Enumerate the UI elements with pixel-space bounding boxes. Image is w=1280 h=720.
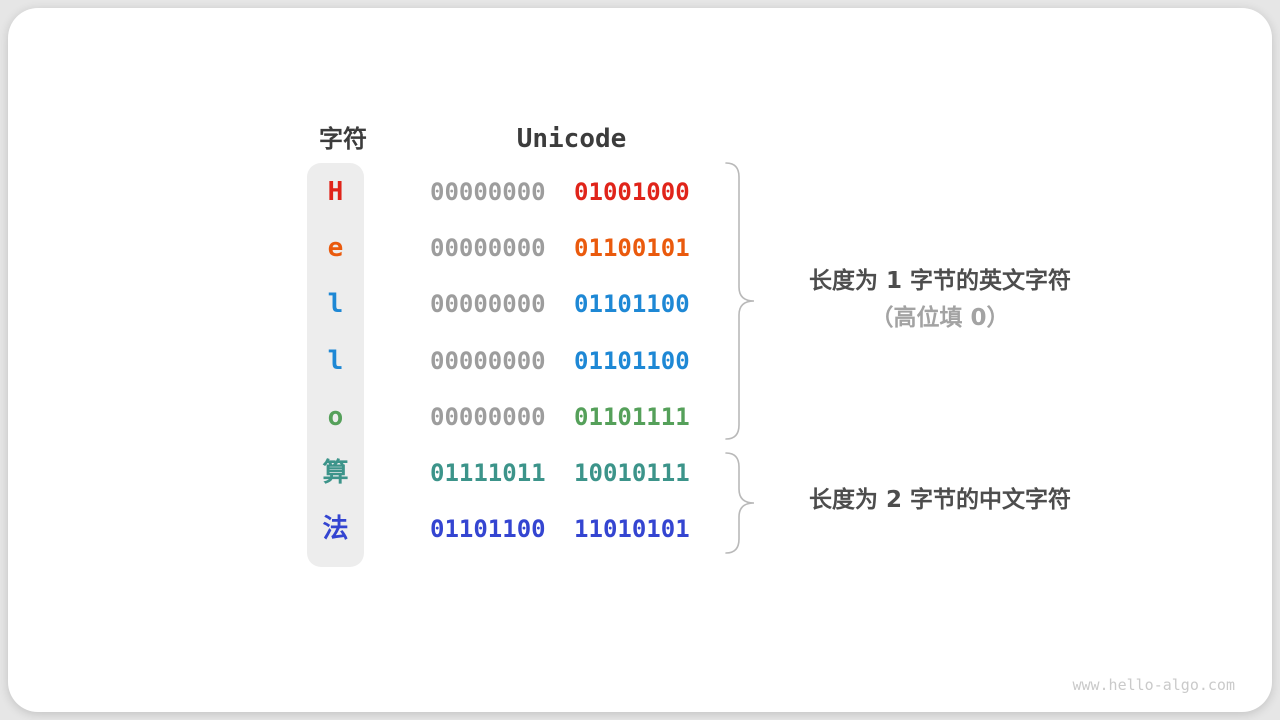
brace-two-byte-group xyxy=(725,452,755,554)
watermark-url: www.hello-algo.com xyxy=(1072,676,1235,694)
binary-byte-low: 01101100 xyxy=(574,290,690,318)
binary-cell: 01111011 10010111 xyxy=(430,445,690,501)
annotation-one-byte-line1: 长度为 1 字节的英文字符 xyxy=(808,268,1072,294)
brace-one-byte-group xyxy=(725,162,755,440)
column-header-char: 字符 xyxy=(319,125,367,153)
binary-byte-low: 01001000 xyxy=(574,178,690,206)
char-cell: l xyxy=(327,289,344,319)
table-row: l 00000000 01101100 xyxy=(8,333,1272,389)
binary-cell: 00000000 01100101 xyxy=(430,220,690,276)
table-row: 算 01111011 10010111 xyxy=(8,445,1272,501)
char-cell: 法 xyxy=(322,514,349,544)
char-column-background xyxy=(307,163,364,567)
binary-byte-high: 00000000 xyxy=(430,403,546,431)
char-cell: H xyxy=(327,177,344,207)
table-row: H 00000000 01001000 xyxy=(8,164,1272,220)
binary-cell: 00000000 01101100 xyxy=(430,276,690,332)
annotation-two-byte: 长度为 2 字节的中文字符 xyxy=(752,482,1128,519)
binary-cell: 00000000 01101111 xyxy=(430,389,690,445)
table-row: e 00000000 01100101 xyxy=(8,220,1272,276)
table-row: 法 01101100 11010101 xyxy=(8,501,1272,557)
table-row: o 00000000 01101111 xyxy=(8,389,1272,445)
binary-byte-low: 10010111 xyxy=(574,459,690,487)
binary-byte-high: 00000000 xyxy=(430,290,546,318)
binary-byte-high: 00000000 xyxy=(430,347,546,375)
binary-byte-high: 00000000 xyxy=(430,234,546,262)
char-cell: l xyxy=(327,346,344,376)
char-cell: o xyxy=(327,402,344,432)
binary-cell: 00000000 01101100 xyxy=(430,333,690,389)
char-cell: e xyxy=(327,233,344,263)
binary-byte-high: 00000000 xyxy=(430,178,546,206)
annotation-two-byte-line1: 长度为 2 字节的中文字符 xyxy=(808,487,1072,513)
annotation-one-byte-line2: （高位填 0） xyxy=(870,305,1010,331)
binary-cell: 01101100 11010101 xyxy=(430,501,690,557)
binary-byte-high: 01101100 xyxy=(430,515,546,543)
binary-byte-low: 01101111 xyxy=(574,403,690,431)
binary-byte-low: 01101100 xyxy=(574,347,690,375)
annotation-one-byte: 长度为 1 字节的英文字符 （高位填 0） xyxy=(752,263,1128,337)
binary-byte-low: 11010101 xyxy=(574,515,690,543)
diagram-card: 字符 Unicode H 00000000 01001000 e 0000000… xyxy=(8,8,1272,712)
column-header-unicode: Unicode xyxy=(516,124,627,154)
binary-byte-low: 01100101 xyxy=(574,234,690,262)
table-row: l 00000000 01101100 xyxy=(8,276,1272,332)
char-cell: 算 xyxy=(322,458,349,488)
binary-byte-high: 01111011 xyxy=(430,459,546,487)
binary-cell: 00000000 01001000 xyxy=(430,164,690,220)
